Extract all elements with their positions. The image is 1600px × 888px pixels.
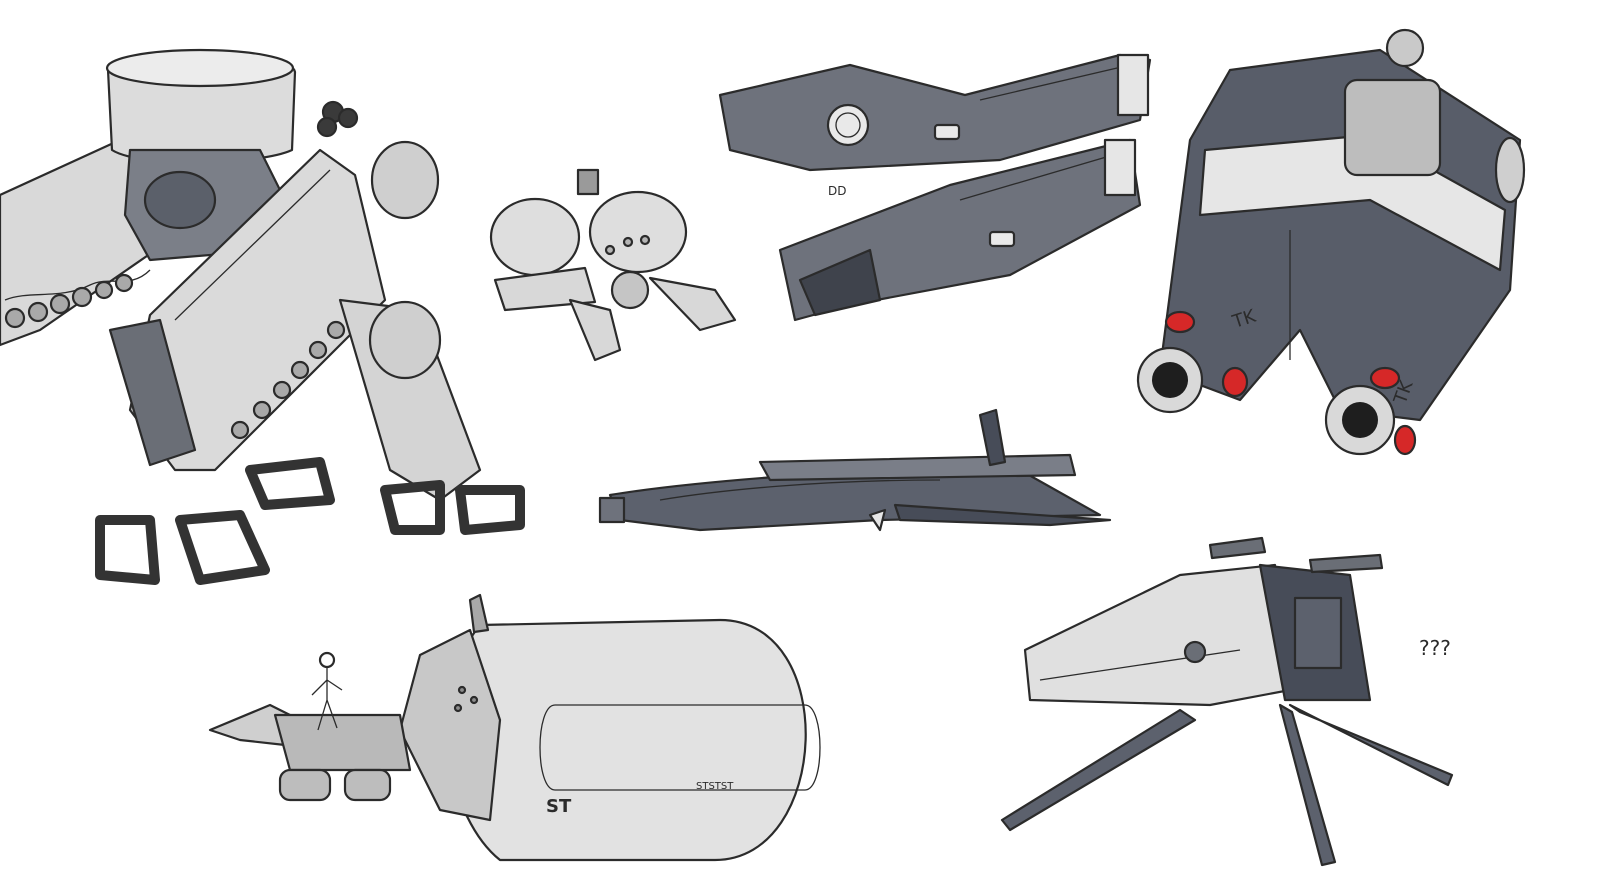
twin-hull-ship-sketch: DD	[718, 53, 1152, 322]
block-ship-red-thrusters-sketch: TK TK	[1136, 28, 1526, 456]
slender-gunship-sketch	[598, 408, 1112, 532]
st-mark-large: ST	[546, 796, 572, 817]
st-series-mark: STSTST	[696, 781, 734, 792]
question-marks: ???	[1419, 636, 1451, 660]
walker-mech-sketch	[0, 48, 525, 585]
dd-mark: DD	[828, 184, 846, 198]
quad-drone-sketch	[489, 168, 737, 362]
tripod-lander-sketch: ???	[1000, 536, 1454, 867]
capsule-rider-sketch: ST STSTST	[208, 593, 821, 862]
